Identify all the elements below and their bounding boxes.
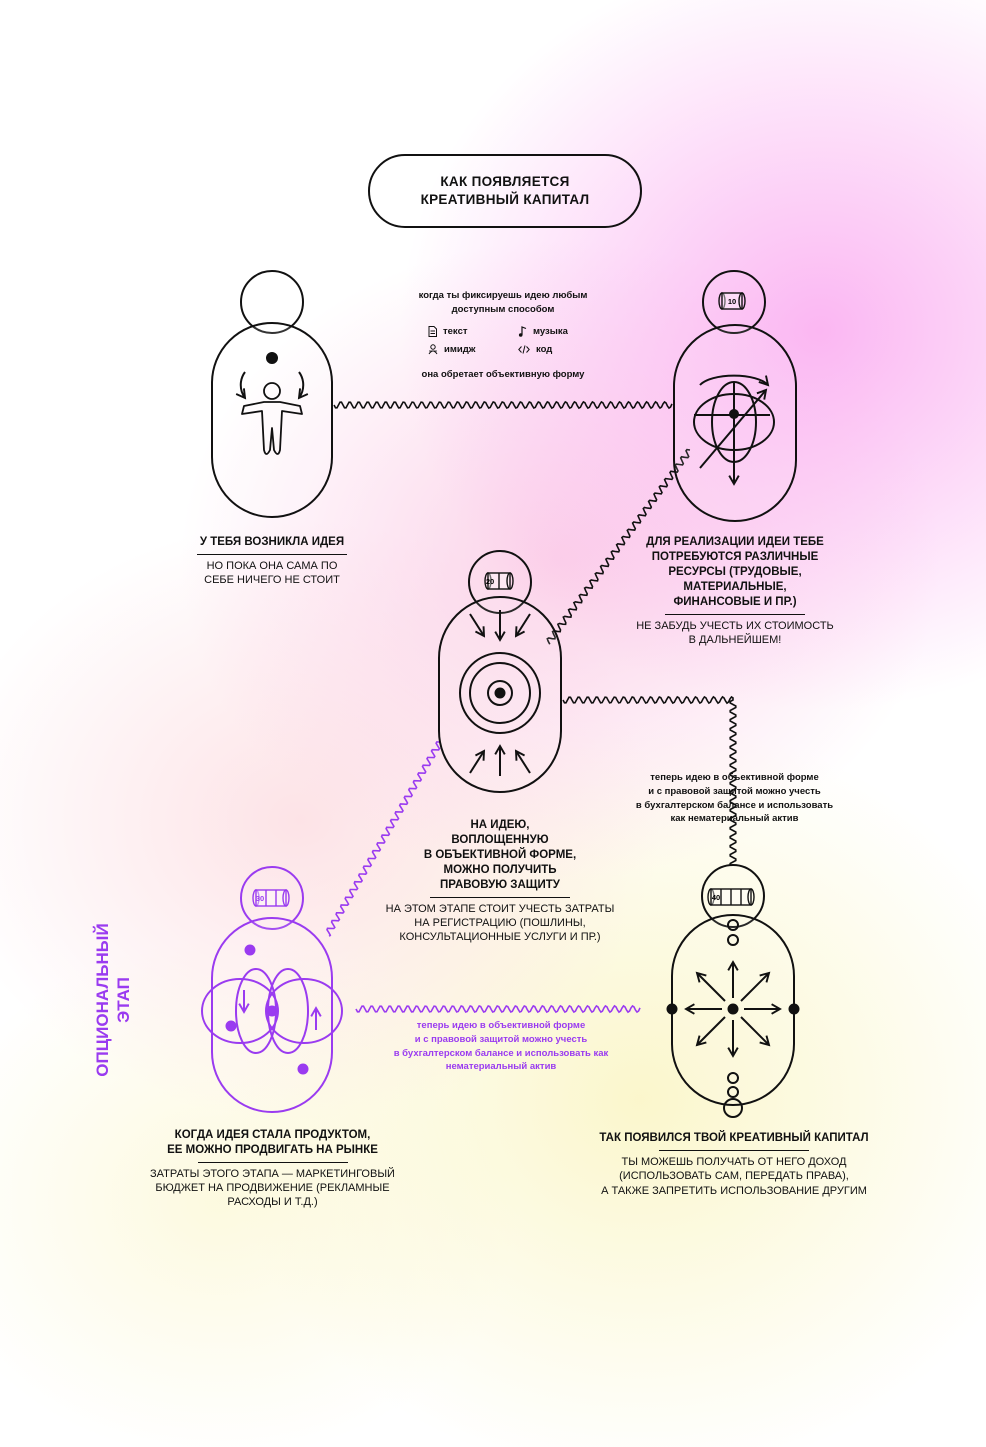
optional-line1: ОПЦИОНАЛЬНЫЙ xyxy=(93,923,112,1077)
legend-image-label: имидж xyxy=(444,344,476,355)
node-idea xyxy=(211,270,333,518)
legend-text-label: текст xyxy=(443,326,468,337)
fix-outro: она обретает объективную форму xyxy=(421,369,585,380)
legend-code: код xyxy=(518,344,552,355)
step2-caption-line3: РЕСУРСЫ (ТРУДОВЫЕ, МАТЕРИАЛЬНЫЕ, xyxy=(668,565,802,593)
legend-code-label: код xyxy=(536,344,553,355)
coin-stack-icon xyxy=(252,889,290,907)
fix-intro-line2: доступным способом xyxy=(451,303,555,315)
step5-caption: ТАК ПОЯВИЛСЯ ТВОЙ КРЕАТИВНЫЙ КАПИТАЛ xyxy=(599,1132,869,1144)
step2-divider xyxy=(665,613,805,615)
wave-legal-to-capital xyxy=(562,695,737,865)
step3-sub-line3: КОНСУЛЬТАЦИОННЫЕ УСЛУГИ И ПР.) xyxy=(399,931,601,944)
coin-stack-icon xyxy=(707,888,755,906)
badge-30: 30 xyxy=(256,894,264,903)
step3-text: НА ИДЕЮ, ВОПЛОЩЕННУЮ В ОБЪЕКТИВНОЙ ФОРМЕ… xyxy=(380,818,620,945)
legend-text: текст xyxy=(428,326,468,337)
step4-divider xyxy=(197,1161,348,1163)
step3-sub-line1: НА ЭТОМ ЭТАПЕ СТОИТ УЧЕСТЬ ЗАТРАТЫ xyxy=(385,902,615,915)
wave-resources-to-legal xyxy=(546,448,691,645)
step4-caption-line2: ЕЕ МОЖНО ПРОДВИГАТЬ НА РЫНКЕ xyxy=(167,1143,378,1156)
note-balance-line3: в бухгалтерском балансе и использовать xyxy=(635,799,834,811)
code-icon xyxy=(518,345,530,354)
optional-line2: ЭТАП xyxy=(114,977,134,1023)
step3-caption-line5: ПРАВОВУЮ ЗАЩИТУ xyxy=(440,878,560,891)
legend-music: музыка xyxy=(518,326,568,337)
legend-music-label: музыка xyxy=(533,326,568,337)
note-balance-line2: и с правовой защитой можно учесть xyxy=(648,785,821,797)
wave-idea-to-resources xyxy=(333,400,673,410)
note-purple-line2: и с правовой защитой можно учесть xyxy=(414,1033,588,1045)
step4-sub-line3: РАСХОДЫ И Т.Д.) xyxy=(227,1196,318,1209)
node-capital xyxy=(666,864,800,1118)
note-purple-line1: теперь идею в объективной форме xyxy=(416,1020,586,1031)
step4-text: КОГДА ИДЕЯ СТАЛА ПРОДУКТОМ, ЕЕ МОЖНО ПРО… xyxy=(140,1128,405,1210)
note-balance: теперь идею в объективной форме и с прав… xyxy=(612,771,857,826)
step2-caption-line4: ФИНАНСОВЫЕ И ПР.) xyxy=(673,595,797,608)
music-note-icon xyxy=(518,326,527,337)
step3-caption-line2: ВОПЛОЩЕННУЮ xyxy=(451,833,549,846)
badge-10: 10 xyxy=(728,297,736,306)
step1-caption: У ТЕБЯ ВОЗНИКЛА ИДЕЯ xyxy=(199,536,345,548)
step2-caption-line1: ДЛЯ РЕАЛИЗАЦИИ ИДЕИ ТЕБЕ xyxy=(646,536,824,548)
coin-stack-icon xyxy=(484,572,514,590)
step1-text: У ТЕБЯ ВОЗНИКЛА ИДЕЯ НО ПОКА ОНА САМА ПО… xyxy=(162,535,382,588)
step3-sub-line2: НА РЕГИСТРАЦИЮ (ПОШЛИНЫ, xyxy=(414,916,586,929)
fix-intro-line1: когда ты фиксируешь идею любым xyxy=(418,290,588,301)
wave-legal-to-promotion xyxy=(326,741,441,937)
step2-sub-line1: НЕ ЗАБУДЬ УЧЕСТЬ ИХ СТОИМОСТЬ xyxy=(636,619,834,632)
step1-sub-line2: СЕБЕ НИЧЕГО НЕ СТОИТ xyxy=(204,574,340,587)
node-promotion xyxy=(201,866,343,1113)
note-balance-line4: как нематериальный актив xyxy=(670,813,799,825)
title-line1: КАК ПОЯВЛЯЕТСЯ xyxy=(440,173,570,189)
legend-image: имидж xyxy=(428,344,475,355)
step2-sub-line2: В ДАЛЬНЕЙШЕМ! xyxy=(688,633,782,646)
step2-text: ДЛЯ РЕАЛИЗАЦИИ ИДЕИ ТЕБЕ ПОТРЕБУЮТСЯ РАЗ… xyxy=(620,535,850,647)
optional-stage-label: ОПЦИОНАЛЬНЫЙ ЭТАП xyxy=(92,915,135,1085)
step3-caption-line3: В ОБЪЕКТИВНОЙ ФОРМЕ, xyxy=(423,848,577,861)
node-legal xyxy=(438,550,562,793)
note-purple-line4: нематериальный актив xyxy=(445,1061,557,1073)
note-balance-purple: теперь идею в объективной форме и с прав… xyxy=(370,1019,632,1074)
step4-sub-line2: БЮДЖЕТ НА ПРОДВИЖЕНИЕ (РЕКЛАМНЫЕ xyxy=(155,1182,390,1195)
page-title: КАК ПОЯВЛЯЕТСЯ КРЕАТИВНЫЙ КАПИТАЛ xyxy=(368,154,642,228)
wave-promotion-to-capital xyxy=(355,1004,641,1014)
image-icon xyxy=(428,344,438,355)
step3-caption-line4: МОЖНО ПОЛУЧИТЬ xyxy=(443,863,557,876)
fix-intro: когда ты фиксируешь идею любым доступным… xyxy=(395,289,611,317)
connector-lines xyxy=(326,400,737,1014)
step1-divider xyxy=(197,553,347,555)
step4-caption-line1: КОГДА ИДЕЯ СТАЛА ПРОДУКТОМ, xyxy=(174,1129,371,1141)
step5-sub-line3: А ТАКЖЕ ЗАПРЕТИТЬ ИСПОЛЬЗОВАНИЕ ДРУГИМ xyxy=(601,1184,867,1197)
node-resources xyxy=(673,270,797,522)
step1-sub-line1: НО ПОКА ОНА САМА ПО xyxy=(206,559,338,572)
step5-text: ТАК ПОЯВИЛСЯ ТВОЙ КРЕАТИВНЫЙ КАПИТАЛ ТЫ … xyxy=(590,1131,878,1198)
step3-divider xyxy=(430,896,570,898)
badge-20: 20 xyxy=(486,577,494,586)
step5-sub-line1: ТЫ МОЖЕШЬ ПОЛУЧАТЬ ОТ НЕГО ДОХОД xyxy=(621,1155,847,1168)
step4-sub-line1: ЗАТРАТЫ ЭТОГО ЭТАПА — МАРКЕТИНГОВЫЙ xyxy=(150,1167,395,1180)
note-balance-line1: теперь идею в объективной форме xyxy=(650,772,819,783)
person-icon xyxy=(241,382,303,455)
step2-caption-line2: ПОТРЕБУЮТСЯ РАЗЛИЧНЫЕ xyxy=(651,550,819,563)
title-line2: КРЕАТИВНЫЙ КАПИТАЛ xyxy=(420,192,590,207)
document-icon xyxy=(428,326,437,337)
badge-40: 40 xyxy=(712,893,720,902)
step5-divider xyxy=(659,1149,809,1151)
step3-caption-line1: НА ИДЕЮ, xyxy=(470,819,530,831)
note-purple-line3: в бухгалтерском балансе и использовать к… xyxy=(393,1047,609,1059)
coin-icon xyxy=(718,292,746,310)
step5-sub-line2: (ИСПОЛЬЗОВАТЬ САМ, ПЕРЕДАТЬ ПРАВА), xyxy=(619,1170,849,1183)
